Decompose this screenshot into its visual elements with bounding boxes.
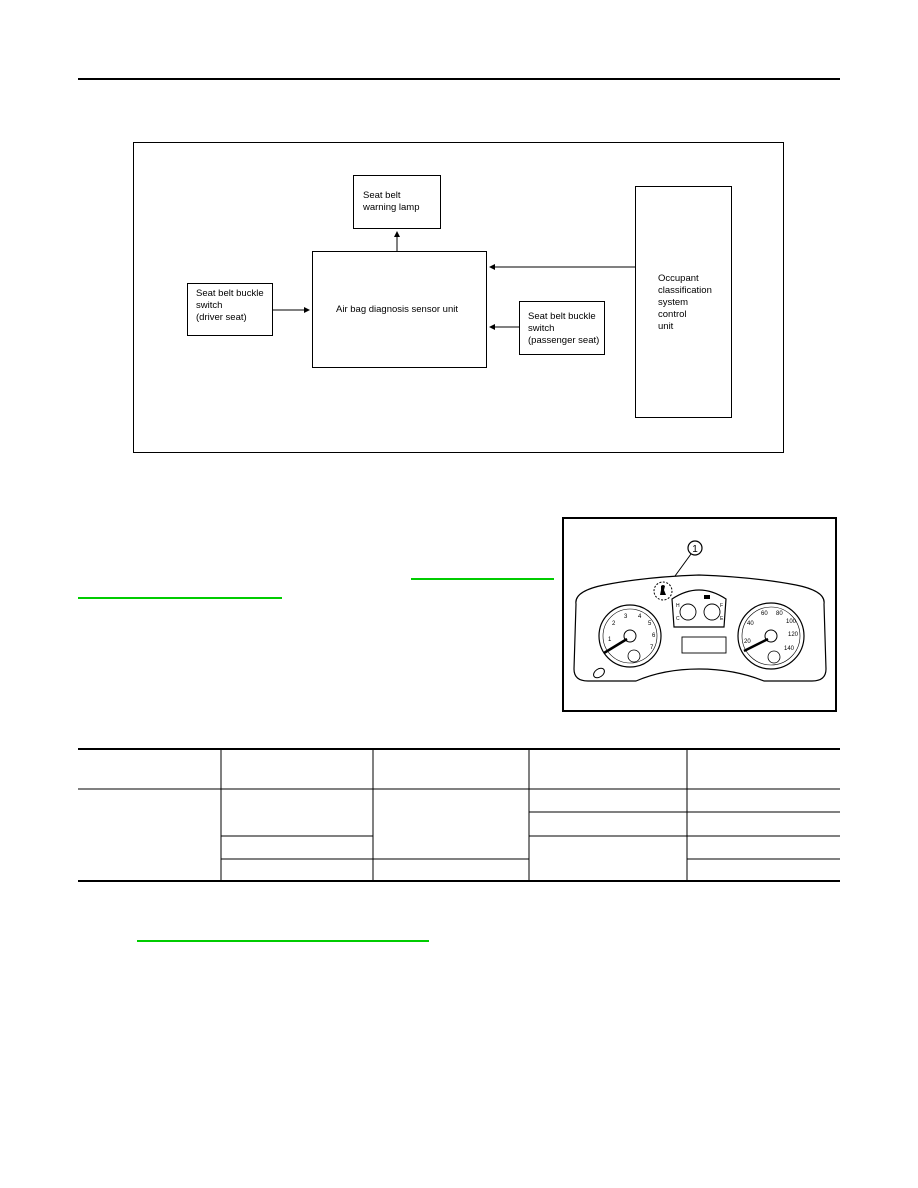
svg-text:5: 5 (648, 621, 652, 627)
svg-text:F: F (720, 603, 723, 609)
combination-meter-figure: 1 1 2 3 4 5 6 7 H C F (562, 517, 837, 712)
svg-text:40: 40 (747, 621, 754, 627)
speedometer-gauge: 20 40 60 80 100 120 140 (737, 602, 805, 670)
seat-belt-warning-icon (653, 581, 673, 601)
callout-number: 1 (692, 544, 698, 555)
reference-link-2[interactable] (78, 597, 282, 599)
lamp-label-line1: Seat belt (363, 190, 401, 201)
svg-text:2: 2 (612, 621, 616, 627)
svg-text:3: 3 (624, 614, 628, 620)
svg-text:7: 7 (650, 645, 654, 651)
reference-link-3[interactable] (137, 940, 429, 942)
odometer-display (681, 636, 727, 654)
ocs-label-line1: Occupant (658, 273, 699, 284)
driver-label-line3: (driver seat) (196, 312, 247, 323)
diagram-arrows (273, 231, 635, 330)
combination-meter-illustration: 1 1 2 3 4 5 6 7 H C F (573, 540, 827, 682)
svg-text:1: 1 (608, 637, 612, 643)
ocs-label-line2: classification (658, 285, 712, 296)
svg-text:E: E (720, 616, 724, 622)
reference-link-1[interactable] (411, 578, 554, 580)
driver-label-line2: switch (196, 300, 223, 311)
driver-label-line1: Seat belt buckle (196, 288, 264, 299)
ocs-label-line3: system (658, 297, 689, 308)
svg-text:20: 20 (744, 639, 751, 645)
air-bag-diagnosis-sensor-unit-box: Air bag diagnosis sensor unit (312, 251, 487, 368)
callout-circle (687, 540, 703, 556)
svg-text:6: 6 (652, 633, 656, 639)
system-diagram: Seat belt warning lamp Air bag diagnosis… (133, 142, 784, 453)
sensor-label: Air bag diagnosis sensor unit (336, 304, 458, 315)
svg-text:140: 140 (784, 646, 795, 652)
header-rule (78, 78, 840, 80)
tachometer-gauge: 1 2 3 4 5 6 7 (598, 604, 662, 668)
svg-text:80: 80 (776, 611, 783, 617)
driver-seat-belt-buckle-switch-box: Seat belt buckle switch (driver seat) (187, 283, 273, 336)
center-gauges: H C F E (671, 589, 727, 654)
svg-text:60: 60 (761, 611, 768, 617)
callout-leader (674, 553, 692, 577)
svg-text:100: 100 (786, 619, 797, 625)
passenger-label-line3: (passenger seat) (528, 335, 600, 346)
meter-housing (573, 574, 827, 682)
svg-text:4: 4 (638, 614, 642, 620)
lamp-label-line2: warning lamp (363, 202, 420, 213)
ocs-label-line4: control (658, 309, 687, 320)
passenger-label-line1: Seat belt buckle (528, 311, 596, 322)
trip-reset-knob (593, 667, 605, 679)
passenger-seat-belt-buckle-switch-box: Seat belt buckle switch (passenger seat) (519, 301, 605, 355)
svg-text:C: C (676, 616, 680, 622)
svg-text:120: 120 (788, 632, 799, 638)
seat-belt-warning-lamp-box: Seat belt warning lamp (353, 175, 441, 229)
ocs-label-line5: unit (658, 321, 674, 332)
passenger-label-line2: switch (528, 323, 555, 334)
svg-text:H: H (676, 603, 680, 609)
occupant-classification-control-unit-box: Occupant classification system control u… (635, 186, 732, 418)
